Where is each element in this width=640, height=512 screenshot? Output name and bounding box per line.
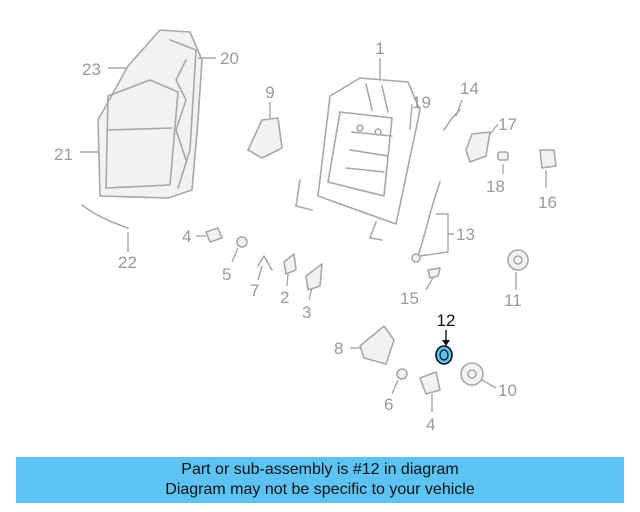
bracket-9: [247, 117, 283, 159]
caption-banner: Part or sub-assembly is #12 in diagram D…: [16, 457, 624, 503]
leader-lines: [80, 57, 547, 412]
knob-4-lower: [419, 371, 441, 395]
label-20: 20: [220, 49, 239, 68]
label-18: 18: [486, 177, 505, 196]
bracket-2: [283, 253, 297, 275]
label-13: 13: [456, 225, 475, 244]
label-4-lower: 4: [426, 415, 435, 434]
caption-line-2: Diagram may not be specific to your vehi…: [165, 481, 475, 498]
caption-line-1: Part or sub-assembly is #12 in diagram: [181, 461, 459, 478]
wire-rod: [81, 204, 129, 229]
callout-labels: 1 20 23 9 14 19 17 21 18 16 13 4 22 5 7 …: [54, 39, 557, 434]
label-4-upper: 4: [182, 227, 191, 246]
label-10: 10: [498, 381, 517, 400]
label-16: 16: [538, 193, 557, 212]
clip-5: [236, 236, 248, 248]
knob-16: [539, 149, 557, 169]
label-19: 19: [412, 93, 431, 112]
label-23: 23: [82, 60, 101, 79]
clip-7: [257, 255, 273, 271]
label-5: 5: [222, 265, 231, 284]
label-14: 14: [460, 79, 479, 98]
label-7: 7: [250, 281, 259, 300]
label-22: 22: [118, 253, 137, 272]
label-21: 21: [54, 145, 73, 164]
parts-diagram: 1 20 23 9 14 19 17 21 18 16 13 4 22 5 7 …: [54, 29, 557, 434]
knob-4-upper: [205, 227, 223, 243]
lever-8: [359, 325, 395, 365]
label-17: 17: [498, 115, 517, 134]
cable-13: [417, 181, 441, 257]
bracket-3: [305, 263, 323, 291]
cap-6: [396, 368, 408, 380]
label-1: 1: [375, 39, 384, 58]
label-9: 9: [265, 83, 274, 102]
gear-10: [460, 362, 484, 386]
clip-18: [497, 151, 509, 161]
label-8: 8: [334, 339, 343, 358]
gear-11: [507, 249, 529, 271]
label-15: 15: [400, 289, 419, 308]
label-2: 2: [280, 288, 289, 307]
clip-15: [427, 267, 441, 279]
panel-17: [465, 131, 491, 163]
label-6: 6: [384, 395, 393, 414]
seat-back-cushion: [97, 29, 203, 199]
label-12: 12: [437, 311, 456, 330]
part-12-ring: [435, 345, 453, 365]
label-11: 11: [504, 291, 522, 310]
seat-frame: [295, 77, 421, 241]
label-3: 3: [302, 303, 311, 322]
